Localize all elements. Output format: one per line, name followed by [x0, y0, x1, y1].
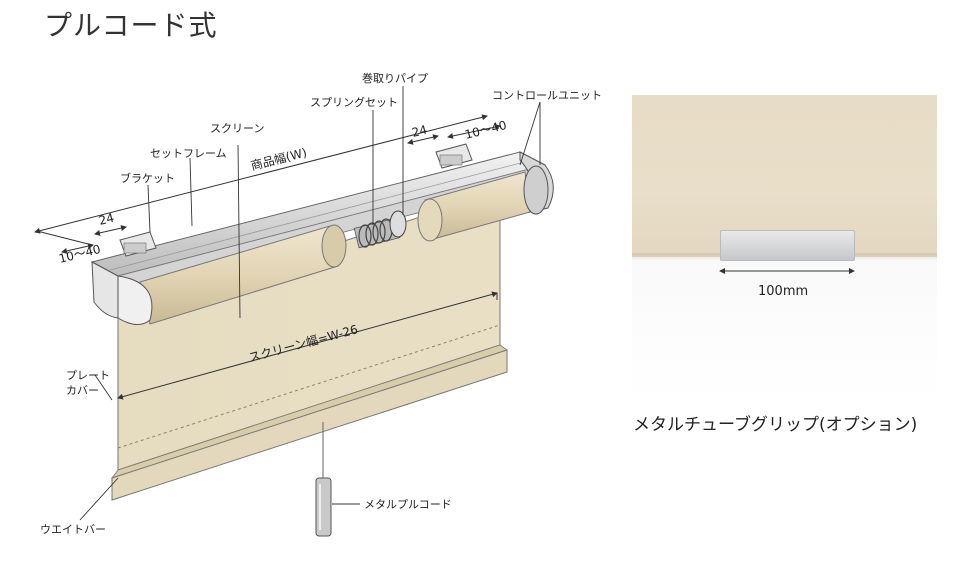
grip-caption: メタルチューブグリップ(オプション)	[633, 415, 918, 435]
label-plate-cover-1: プレート	[66, 369, 110, 382]
wall-area	[632, 257, 937, 400]
label-dim-right-10-40: 10～40	[463, 118, 508, 142]
label-set-frame: セットフレーム	[150, 147, 227, 160]
label-plate-cover-2: カバー	[66, 384, 99, 397]
label-screen: スクリーン	[210, 122, 264, 135]
grip-dimension: 100mm	[719, 268, 855, 299]
label-metal-pull-cord: メタルプルコード	[364, 498, 452, 511]
control-unit	[519, 151, 554, 215]
label-winding-pipe: 巻取りパイプ	[362, 72, 428, 85]
bracket-left	[119, 231, 157, 257]
label-weight-bar: ウエイトバー	[40, 523, 106, 536]
label-product-width: 商品幅(W)	[249, 145, 308, 173]
label-bracket: ブラケット	[120, 171, 175, 185]
label-dim-left-24: 24	[97, 211, 115, 228]
label-control-unit: コントロールユニット	[492, 89, 602, 102]
page-title: プルコード式	[44, 9, 218, 42]
label-dim-right-24: 24	[410, 123, 428, 140]
grip-photo: 100mm	[632, 95, 937, 400]
metal-tube-grip	[720, 230, 855, 261]
bracket-right	[435, 143, 473, 169]
label-spring-set: スプリングセット	[310, 95, 398, 109]
metal-pull-cord	[315, 422, 332, 537]
leader-lines	[79, 86, 541, 521]
dimension-lines	[34, 114, 501, 400]
grip-dimension-label: 100mm	[758, 284, 808, 299]
